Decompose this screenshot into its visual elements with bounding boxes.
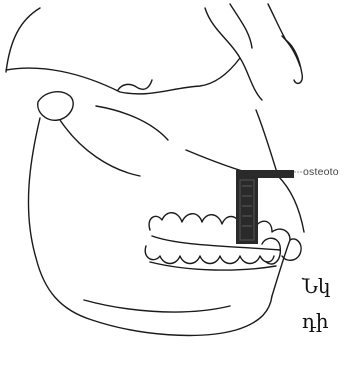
zygoma-process: [118, 80, 152, 90]
osteotomy-cut: [236, 170, 294, 244]
mandible-notch: [60, 120, 140, 176]
mandible-ramus: [28, 118, 272, 335]
nasal-bone: [268, 4, 302, 83]
orbit-outline: [205, 8, 262, 100]
orbit-outline-2: [230, 4, 252, 48]
condyle-outline: [38, 92, 73, 121]
coronoid-process: [96, 106, 168, 140]
temporal-line: [6, 8, 40, 72]
upper-teeth-base: [152, 236, 280, 250]
nasal-ridge: [282, 36, 300, 66]
osteotomy-label: osteoto: [303, 166, 339, 178]
zygomatic-arch-outline: [6, 58, 240, 94]
caption-line-2: դի: [302, 309, 329, 333]
mandible-lower-border: [84, 300, 230, 312]
caption-line-1: Նկ: [302, 274, 330, 298]
chin-outline: [272, 240, 290, 296]
maxilla-sinus-wall: [256, 110, 278, 176]
upper-teeth: [149, 213, 301, 261]
